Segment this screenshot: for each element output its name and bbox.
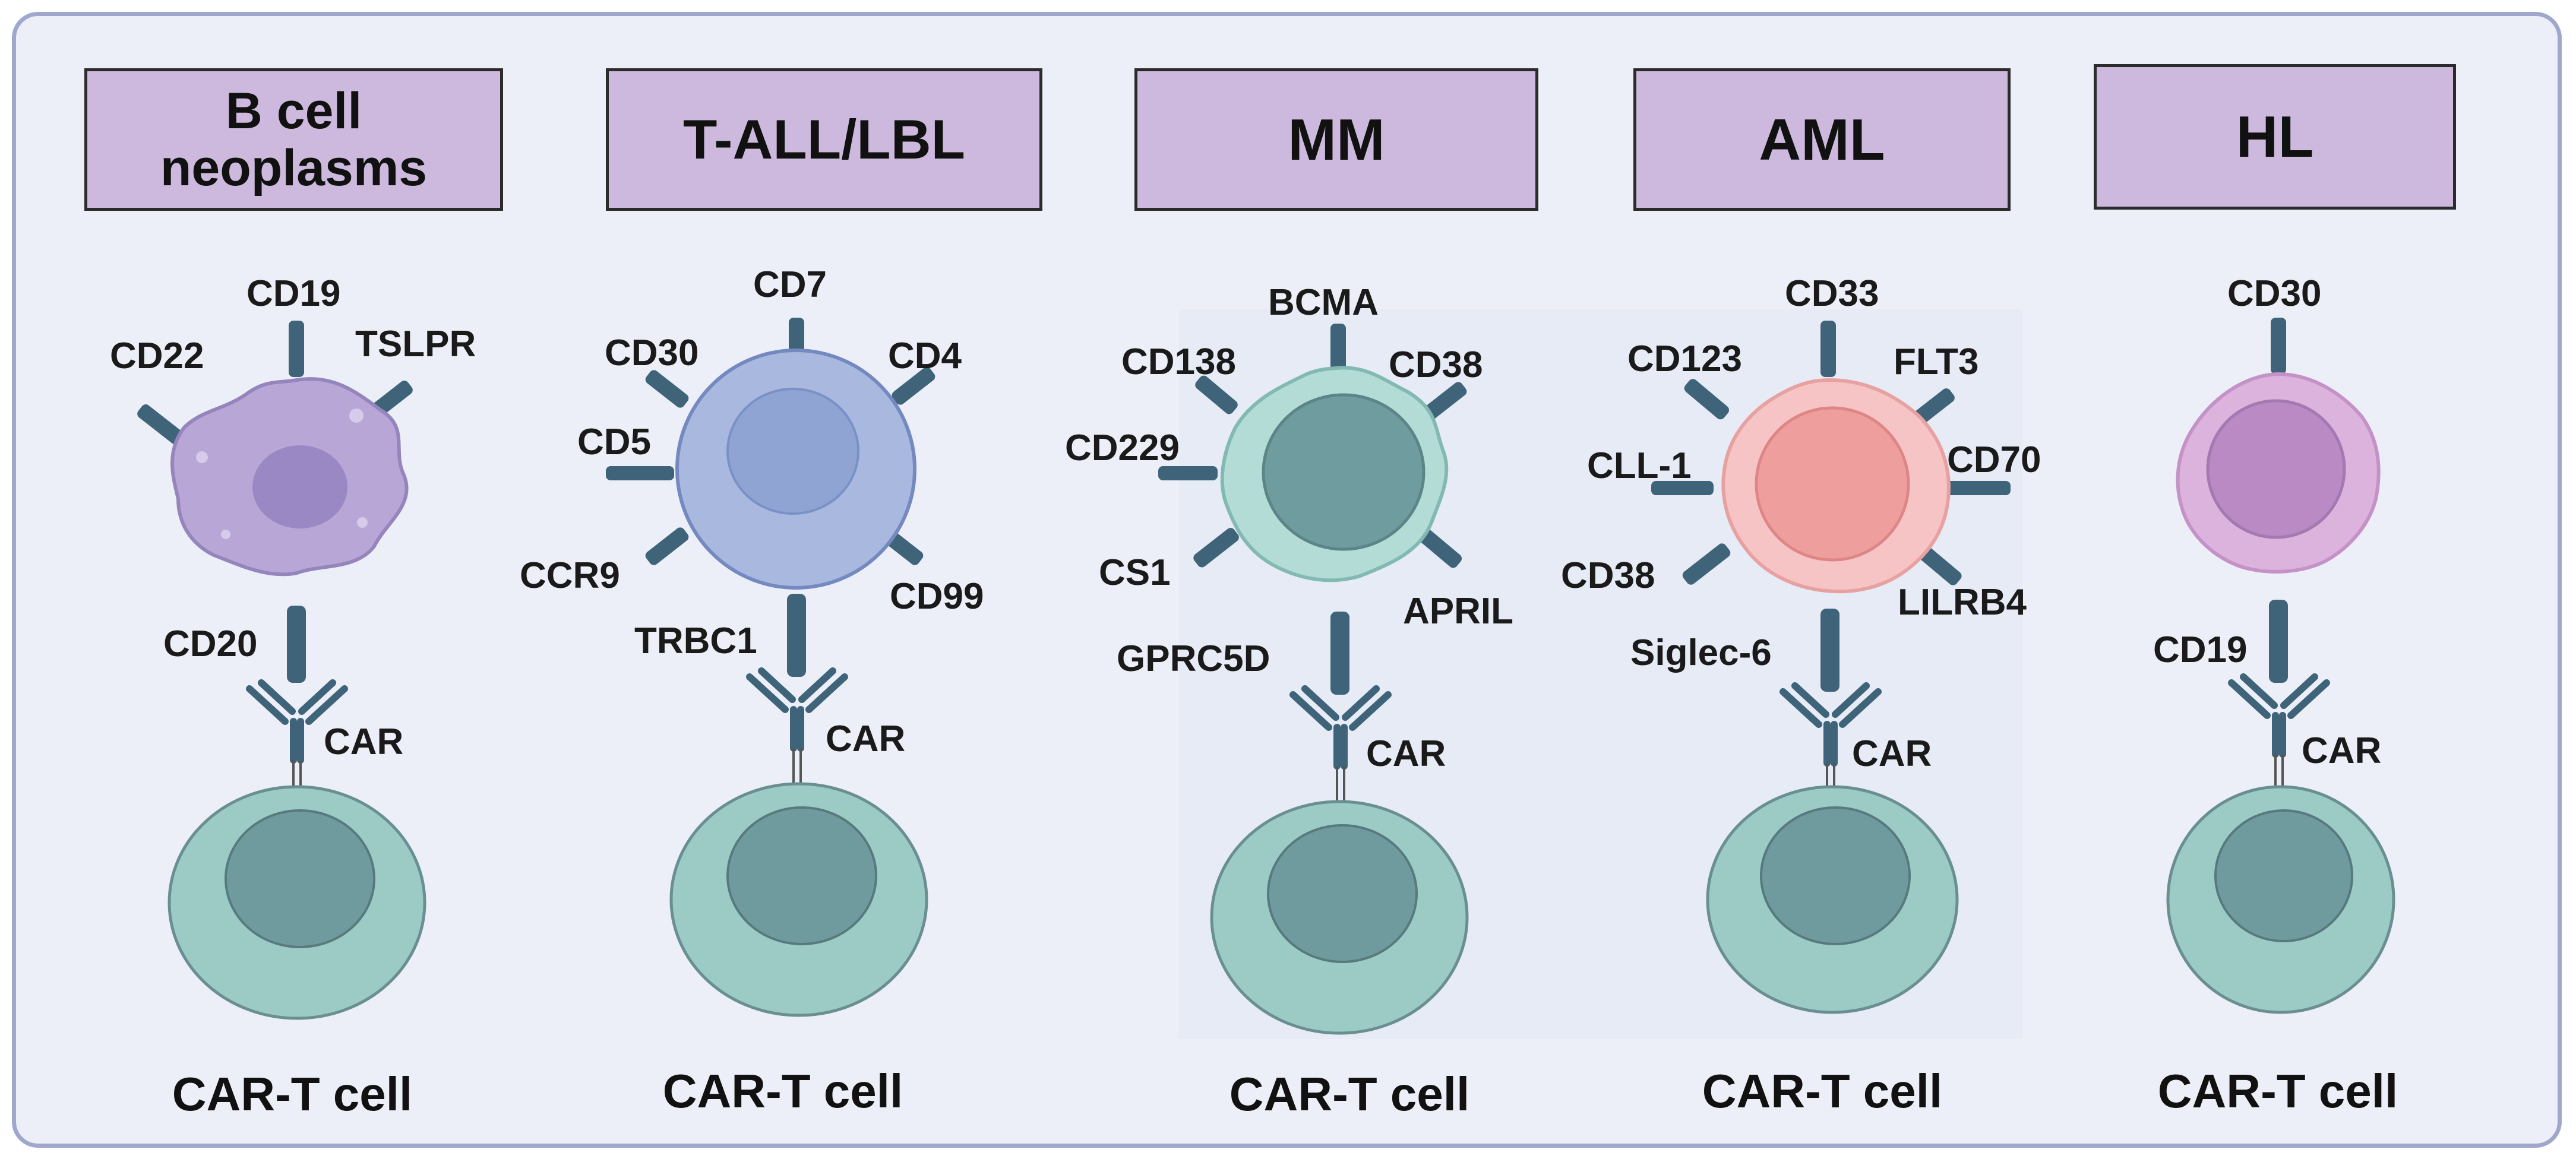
antigen-stalk-cd33: [1820, 321, 1836, 377]
t-cell-nucleus: [726, 388, 859, 515]
antigen-label-bcma: BCMA: [1268, 282, 1379, 323]
antigen-stalk-cd22: [137, 404, 188, 448]
antigen-label-cd30: CD30: [2227, 273, 2322, 314]
antigen-label-cd38: CD38: [1389, 344, 1483, 385]
binding-antigen-trbc1: [787, 594, 806, 677]
car-t-cell-label: CAR-T cell: [1702, 1065, 1943, 1117]
antigen-label-cs1: CS1: [1099, 552, 1171, 593]
car-t-nucleus: [1267, 824, 1418, 963]
cell-texture: [196, 451, 208, 463]
binding-antigen-label: CD20: [163, 623, 258, 664]
car-receptor: [246, 679, 348, 764]
cell-texture: [349, 409, 364, 423]
car-receptor: [2228, 673, 2330, 758]
car-t-cell-label: CAR-T cell: [1229, 1068, 1470, 1120]
antigen-label-cd138: CD138: [1121, 341, 1236, 382]
antigen-label-april: APRIL: [1403, 591, 1513, 632]
antigen-stalk-cd5: [606, 466, 674, 480]
car-label: CAR: [2302, 730, 2381, 771]
antigen-label-cd22: CD22: [110, 335, 204, 376]
binding-antigen-label: GPRC5D: [1117, 638, 1270, 679]
antigen-stalk-cd30: [2271, 318, 2286, 374]
panel-aml: CD33 CD123 FLT3 CLL-1 CD70 CD38 LILRB4 S…: [1561, 273, 2041, 1117]
antigen-stalk-cd123: [1684, 379, 1730, 420]
car-t-nucleus: [726, 806, 877, 945]
antigen-label-cd30: CD30: [605, 333, 699, 373]
antigen-stalk-cd4: [892, 367, 935, 405]
car-t-cell-label: CAR-T cell: [2158, 1065, 2398, 1117]
antigen-stalk-ccr9: [645, 527, 689, 565]
antigen-label-lilrb4: LILRB4: [1898, 582, 2027, 623]
antigen-label-ccr9: CCR9: [520, 555, 620, 596]
car-label: CAR: [1366, 733, 1446, 774]
title-t-all-lbl: T-ALL/LBL: [606, 68, 1042, 211]
antigen-stalk-cd70: [1945, 481, 2011, 495]
car-t-cell-label: CAR-T cell: [172, 1068, 413, 1120]
car-t-nucleus: [1760, 806, 1911, 945]
antigen-label-cd38: CD38: [1561, 555, 1655, 596]
binding-antigen-siglec-6: [1820, 609, 1839, 692]
antigen-stalk-cd229: [1158, 466, 1218, 480]
binding-antigen-cd19: [2269, 600, 2288, 683]
title-aml: AML: [1633, 68, 2011, 211]
antigen-label-cd33: CD33: [1785, 273, 1879, 314]
panel-hl: CD30 CD19 CAR CAR-T cell: [2153, 273, 2398, 1117]
car-t-cell-label: CAR-T cell: [663, 1065, 903, 1117]
car-receptor: [1780, 682, 1882, 767]
binding-antigen-gprc5d: [1330, 612, 1349, 695]
aml-nucleus: [1755, 406, 1910, 562]
title-b-cell-neoplasms: B cell neoplasms: [84, 68, 503, 211]
car-label: CAR: [1852, 733, 1932, 774]
panel-mm: BCMA CD138 CD38 CD229 CS1 APRIL GPRC5D C…: [1065, 282, 1513, 1120]
car-label: CAR: [826, 718, 905, 759]
antigen-stalk-cd38: [1682, 543, 1731, 585]
binding-antigen-cd20: [287, 606, 306, 683]
antigen-label-cd4: CD4: [888, 335, 962, 376]
antigen-stalk-cd138: [1195, 375, 1238, 414]
title-mm: MM: [1134, 68, 1538, 211]
antigen-label-flt3: FLT3: [1894, 341, 1979, 382]
antigen-stalk-april: [1417, 527, 1462, 568]
antigen-stalk-cd30: [645, 370, 689, 408]
antigen-label-cll-1: CLL-1: [1587, 445, 1692, 486]
binding-antigen-label: Siglec-6: [1630, 632, 1772, 673]
binding-antigen-label: TRBC1: [634, 620, 757, 661]
antigen-stalk-cs1: [1193, 528, 1239, 568]
car-receptor: [1289, 685, 1392, 770]
car-t-nucleus: [2214, 809, 2353, 942]
mm-nucleus: [1262, 393, 1426, 551]
hl-nucleus: [2206, 399, 2346, 539]
antigen-label-cd70: CD70: [1947, 439, 2041, 480]
cell-texture: [357, 517, 368, 528]
antigen-stalk-bcma: [1330, 324, 1346, 371]
binding-antigen-label: CD19: [2153, 629, 2248, 670]
car-t-nucleus: [225, 809, 375, 948]
antigen-stalk-cd38: [1423, 382, 1467, 420]
antigen-stalk-cd19: [289, 321, 304, 377]
antigen-stalk-cll-1: [1651, 481, 1714, 495]
antigen-label-cd7: CD7: [753, 264, 827, 305]
panel-t-all-lbl: CD7 CD30 CD4 CD5 CCR9 CD99 TRBC1 CAR CAR…: [520, 264, 984, 1117]
cell-texture: [221, 530, 230, 539]
antigen-label-cd19: CD19: [246, 273, 341, 314]
antigen-label-cd99: CD99: [890, 576, 984, 617]
title-hl: HL: [2094, 64, 2456, 210]
b-cell-nucleus: [252, 445, 347, 528]
antigen-label-tslpr: TSLPR: [355, 324, 476, 365]
panel-b-cell: CD19 CD22 TSLPR CD20 CAR CAR-T cell: [110, 273, 476, 1120]
antigen-label-cd123: CD123: [1627, 338, 1742, 379]
antigen-label-cd5: CD5: [577, 422, 651, 463]
antigen-label-cd229: CD229: [1065, 428, 1180, 468]
car-label: CAR: [324, 721, 403, 762]
car-receptor: [746, 667, 848, 752]
